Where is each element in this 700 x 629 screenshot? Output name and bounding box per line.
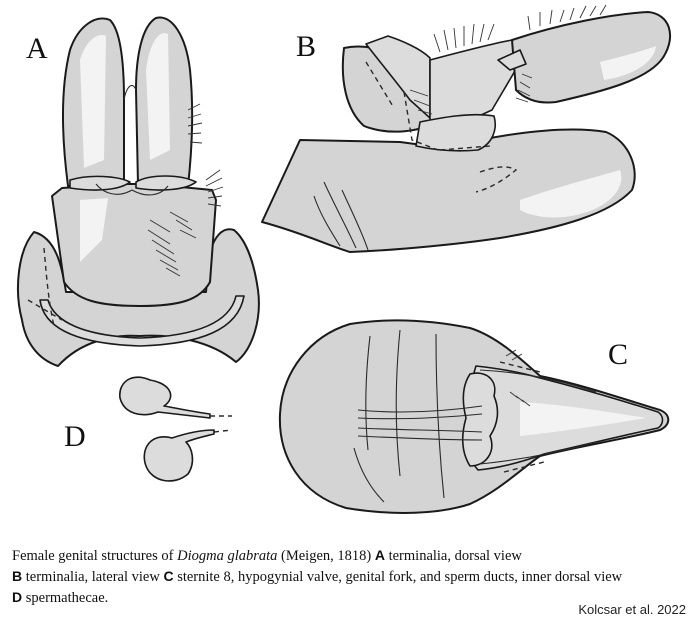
- caption-letter-a: A: [374, 547, 385, 563]
- figure-caption: Female genital structures of Diogma glab…: [12, 545, 688, 608]
- genitalia-illustration: A B C D: [17, 4, 672, 514]
- caption-authority: (Meigen, 1818): [277, 548, 375, 564]
- caption-line-2: B terminalia, lateral view C sternite 8,…: [12, 566, 688, 587]
- caption-line-3: D spermathecae.: [12, 587, 688, 608]
- caption-letter-b: B: [12, 568, 23, 584]
- panel-label-b: B: [296, 30, 316, 63]
- caption-text-b: terminalia, lateral view: [22, 569, 164, 585]
- credit-text: Kolcsar et al. 2022: [578, 602, 686, 617]
- caption-line-1: Female genital structures of Diogma glab…: [12, 545, 688, 566]
- caption-intro: Female genital structures of: [12, 548, 178, 564]
- caption-text-a: terminalia, dorsal view: [384, 548, 522, 564]
- caption-text-d: spermathecae.: [22, 590, 109, 606]
- caption-letter-c: C: [163, 568, 174, 584]
- caption-text-c: sternite 8, hypogynial valve, genital fo…: [173, 569, 623, 585]
- caption-letter-d: D: [12, 589, 23, 605]
- panel-label-d: D: [64, 420, 86, 453]
- caption-species: Diogma glabrata: [177, 548, 278, 564]
- panel-d-drawing: [119, 376, 233, 482]
- panel-label-a: A: [26, 32, 48, 65]
- panel-label-c: C: [608, 338, 628, 371]
- panel-b-drawing: [261, 4, 672, 253]
- panel-c-drawing: [278, 319, 670, 514]
- panel-a-drawing: [17, 16, 260, 367]
